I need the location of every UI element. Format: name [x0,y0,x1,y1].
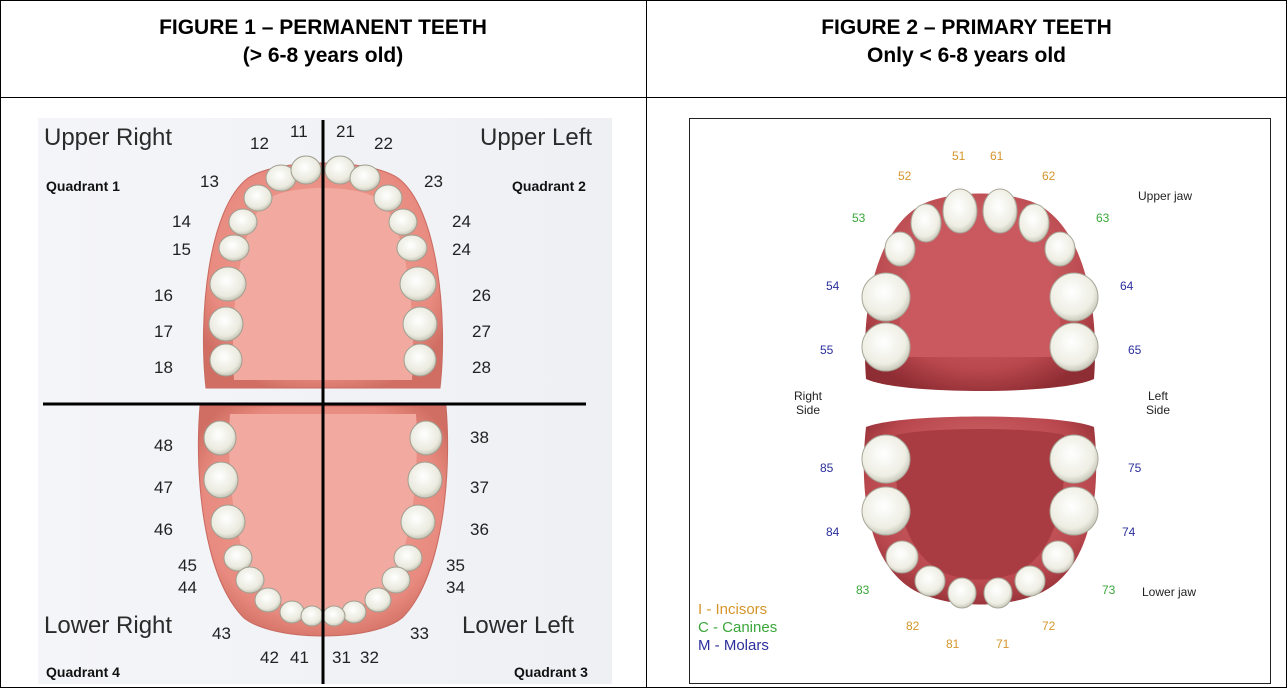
figure2-subtitle: Only < 6-8 years old [647,42,1286,70]
quadrant-label-lower-left: Lower Left [462,612,574,640]
tooth-number-45: 45 [178,556,197,576]
tooth-number-72: 72 [1042,619,1055,633]
tooth-number-11: 11 [290,122,308,142]
left-side-label-line1: Left [1138,389,1178,403]
tooth-number-24b: 24 [452,240,471,260]
right-side-label-line1: Right [788,389,828,403]
right-side-label: Right Side [788,389,828,417]
tooth-number-75: 75 [1128,461,1141,475]
tooth-number-82: 82 [906,619,919,633]
legend-incisors: I - Incisors [698,601,767,618]
primary-teeth-diagram: 51 61 52 62 53 63 54 64 55 65 85 75 84 7… [689,118,1271,684]
tooth-number-46: 46 [154,520,173,540]
left-side-label-line2: Side [1138,403,1178,417]
tooth-number-44: 44 [178,578,197,598]
left-side-label: Left Side [1138,389,1178,417]
quadrant-label-upper-left: Upper Left [480,124,592,152]
figure2-header: FIGURE 2 – PRIMARY TEETH Only < 6-8 year… [647,0,1286,96]
tooth-number-54: 54 [826,279,839,293]
upper-jaw [862,189,1098,391]
tooth-number-15: 15 [172,240,191,260]
tooth-number-16: 16 [154,286,173,306]
tooth-number-22: 22 [374,134,393,154]
tooth-number-52: 52 [898,169,911,183]
tooth-number-83: 83 [856,583,869,597]
tooth-number-31: 31 [332,648,351,668]
tooth-number-47: 47 [154,478,173,498]
tooth-number-38: 38 [470,428,489,448]
tooth-number-74: 74 [1122,525,1135,539]
tooth-number-51: 51 [952,149,965,163]
tooth-number-65: 65 [1128,343,1141,357]
tooth-number-73: 73 [1102,583,1115,597]
tooth-number-35: 35 [446,556,465,576]
tooth-number-37: 37 [470,478,489,498]
quadrant-label-upper-right: Upper Right [44,124,172,152]
tooth-number-48: 48 [154,436,173,456]
quadrant-label-lower-right: Lower Right [44,612,172,640]
tooth-number-28: 28 [472,358,491,378]
tooth-number-63: 63 [1096,211,1109,225]
tooth-number-23: 23 [424,172,443,192]
permanent-jaws-illustration [38,118,612,684]
figure1-subtitle: (> 6-8 years old) [0,42,646,70]
table-border-left [0,0,1,688]
tooth-number-12: 12 [250,134,269,154]
tooth-number-26: 26 [472,286,491,306]
quadrant-3-label: Quadrant 3 [514,664,588,680]
tooth-number-61: 61 [990,149,1003,163]
lower-jaw-label: Lower jaw [1142,585,1196,599]
figure1-header: FIGURE 1 – PERMANENT TEETH (> 6-8 years … [0,0,646,96]
tooth-number-27: 27 [472,322,491,342]
table-row-divider [0,97,1287,98]
tooth-number-64: 64 [1120,279,1133,293]
table-column-divider [646,0,647,688]
legend-molars: M - Molars [698,637,769,654]
tooth-number-32: 32 [360,648,379,668]
right-side-label-line2: Side [788,403,828,417]
tooth-number-33: 33 [410,624,429,644]
tooth-number-13: 13 [200,172,219,192]
tooth-number-18: 18 [154,358,173,378]
tooth-number-41: 41 [290,648,309,668]
lower-jaw [862,417,1098,609]
upper-jaw-label: Upper jaw [1138,189,1192,203]
figure2-title: FIGURE 2 – PRIMARY TEETH [647,14,1286,42]
tooth-number-36: 36 [470,520,489,540]
quadrant-2-label: Quadrant 2 [512,178,586,194]
tooth-number-34: 34 [446,578,465,598]
tooth-number-71: 71 [996,637,1009,651]
permanent-teeth-diagram: Upper Right Upper Left Lower Right Lower… [38,118,612,684]
tooth-number-81: 81 [946,637,959,651]
tooth-number-14: 14 [172,212,191,232]
tooth-number-85: 85 [820,461,833,475]
quadrant-4-label: Quadrant 4 [46,664,120,680]
tooth-number-62: 62 [1042,169,1055,183]
tooth-number-21: 21 [336,122,355,142]
tooth-number-17: 17 [154,322,173,342]
tooth-number-24a: 24 [452,212,471,232]
tooth-number-42: 42 [260,648,279,668]
tooth-number-43: 43 [212,624,231,644]
legend-canines: C - Canines [698,619,777,636]
quadrant-1-label: Quadrant 1 [46,178,120,194]
tooth-number-55: 55 [820,343,833,357]
tooth-number-84: 84 [826,525,839,539]
tooth-number-53: 53 [852,211,865,225]
figure1-title: FIGURE 1 – PERMANENT TEETH [0,14,646,42]
